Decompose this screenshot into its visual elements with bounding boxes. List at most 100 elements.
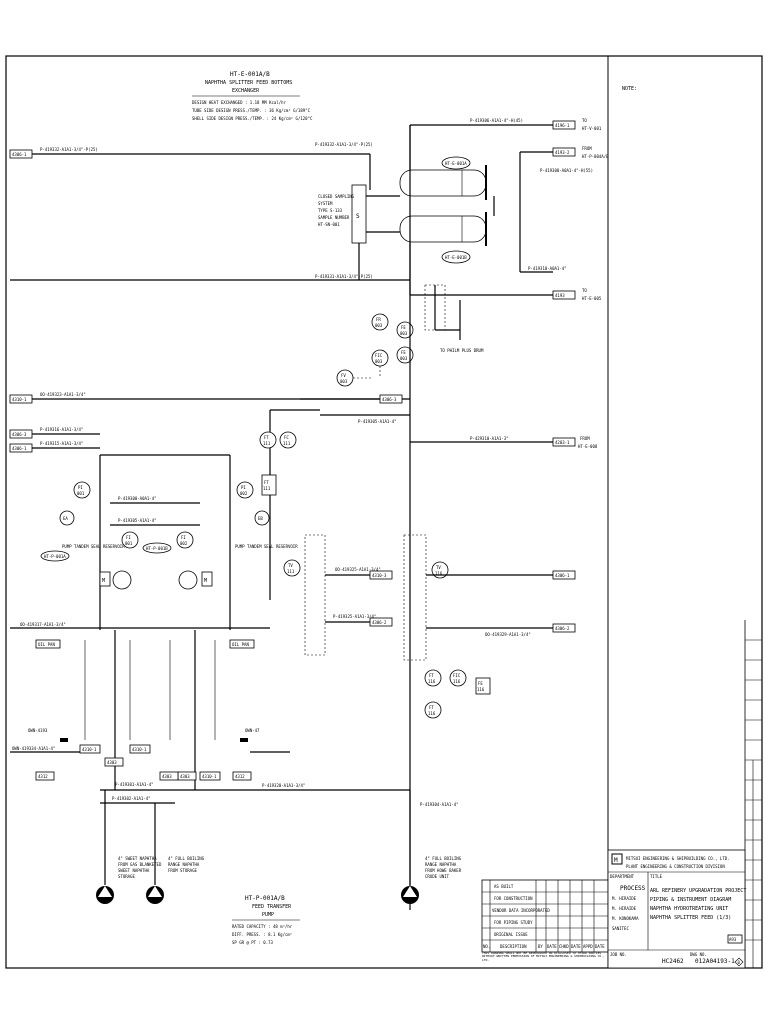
line-label-l17: OO-419329-A1A1-3/4" <box>485 632 531 637</box>
line-label-l2: P-419332-A1A1-3/4"-P(25) <box>315 142 373 147</box>
line-label-l24: OWN-4193 <box>28 728 48 733</box>
rev-header-no: NO. <box>483 944 490 949</box>
sheet-ref: A93 <box>729 937 737 942</box>
exchanger-duty: DESIGN HEAT EXCHANGED : 1.18 MM Kcal/hr <box>192 100 287 105</box>
instrument-tv-2-num: 116 <box>435 571 443 576</box>
svg-text:S: S <box>356 213 360 220</box>
instrument-ft-2: FT <box>264 480 269 485</box>
instrument-tv-2: TV <box>436 565 441 570</box>
offpage-4312-a: 4312 <box>38 774 48 779</box>
hr-tag: HT-P-004A/B <box>582 154 609 159</box>
exchanger-shell: SHELL SIDE DESIGN PRESS./TEMP. : 24 Kg/c… <box>192 116 313 121</box>
job-label: JOB NO. <box>610 952 627 957</box>
he005-tag: HT-E-005 <box>582 296 602 301</box>
exchanger-shells: HT-E-001A HT-E-001B P-419306-A1A1-4"-H(4… <box>399 118 593 296</box>
rev-header-date-3: DATE <box>595 944 605 949</box>
sampling-line-5: HT-SN-001 <box>318 222 340 227</box>
signer-1: M. HIRAIDE <box>612 896 637 901</box>
line-label-l23: OWN-419334-A1A1-4" <box>12 746 55 751</box>
sweet-naphtha-2: FROM GAS BLANKETED <box>118 862 162 867</box>
offpage-4306-1-left2: 4306-1 <box>12 446 27 451</box>
line-label-l22: P-419304-A1A1-4" <box>420 802 459 807</box>
instrument-ft-4-num: 116 <box>428 711 436 716</box>
dwg-number: 012A04193-1 <box>695 958 735 965</box>
suction-lines: P-419320-A1A1-3/4" P-419301-A1A1-4" P-41… <box>96 782 462 904</box>
right-margin-table <box>745 639 762 968</box>
instrument-fic: FIC <box>375 353 383 358</box>
relief-valve-area: TO PHILM PLUS DRUM <box>424 284 484 353</box>
rev-row-3: VENDOR DATA INCORPORATED <box>492 908 550 913</box>
sampling-system: S CLOSED SAMPLING SYSTEM TYPE S-133 SAMP… <box>10 184 410 281</box>
pump-diff: DIFF. PRESS. : 8.1 Kg/cm² <box>232 932 292 937</box>
sampling-line-3: TYPE S-133 <box>318 208 343 213</box>
offpage-4310-1-left: 4310-1 <box>12 397 27 402</box>
rev-row-4: FOR PIPING STUDY <box>494 920 533 925</box>
offpage-4306-3-right: 4306-1 <box>555 573 570 578</box>
line-label-l4: P-419308-A0A1-4"-H(55) <box>540 168 593 173</box>
line-label-l3: P-419306-A1A1-4"-H(45) <box>470 118 523 123</box>
offpage-4306-2-right: 4306-2 <box>555 626 570 631</box>
sheet-border <box>5 55 763 969</box>
company-division: PLANT ENGINEERING & CONSTRUCTION DIVISIO… <box>626 864 725 869</box>
notes-label: NOTE: <box>622 86 637 92</box>
title-label: TITLE <box>650 874 663 879</box>
instrument-fi-1: FI <box>126 535 131 540</box>
sampling-line-4: SAMPLE NUMBER <box>318 215 350 220</box>
offpage-4306-2-mid: 4306-2 <box>372 620 387 625</box>
sampling-line-2: SYSTEM <box>318 201 333 206</box>
line-label-l6: P-419310-A0A1-4" <box>528 266 567 271</box>
instrument-fv-num: 003 <box>340 379 348 384</box>
full-boiling-4: 4" FULL BOILING <box>425 856 462 861</box>
instrument-eb: EB <box>258 516 263 521</box>
rev-header-by: BY <box>538 944 543 949</box>
line-label-l18: OO-419317-A1A1-3/4" <box>20 622 66 627</box>
offpage-4303-b: 4303 <box>180 774 190 779</box>
instrument-fe-2: FE <box>401 350 406 355</box>
dept-label: DEPARTMENT <box>610 874 635 879</box>
sweet-naphtha-3: SWEET NAPHTHA <box>118 868 150 873</box>
instrument-pi-1: PI <box>78 485 83 490</box>
exchanger-name-2: EXCHANGER <box>232 88 260 94</box>
line-label-l11: P-419320-A1A1-3/4" <box>262 783 305 788</box>
instrument-ft-1-num: 111 <box>263 441 271 446</box>
instrument-fi-2: FI <box>181 535 186 540</box>
signer-3: M. KONOKAMA <box>612 916 639 921</box>
hv001-tag: HT-V-001 <box>582 126 602 131</box>
instrument-ft-3: FT <box>429 673 434 678</box>
line-label-l10: P-419305-A1A1-4" <box>118 518 157 523</box>
instrument-fe-1: FE <box>401 325 406 330</box>
instrument-pi-2: PI <box>241 485 246 490</box>
rev-header-appd: APPD <box>583 944 593 949</box>
offpage-4310-1-c: 4310-1 <box>202 774 217 779</box>
instrument-fi-2-num: 002 <box>180 541 188 546</box>
offpage-4193: 4193 <box>555 293 565 298</box>
control-valve-station-111: FT 111 FC 111 FT 111 TV 111 OO-419325-A1… <box>259 431 393 656</box>
offpage-4306-1: 4306-1 <box>12 152 27 157</box>
pump-a-tag: HT-P-001A <box>44 554 66 559</box>
pump-section: P-419300-A0A1-4" P-419305-A1A1-4" FI 001… <box>10 454 298 790</box>
tandem-b: PUMP TANDEM SEAL RESERVOIR <box>235 544 298 549</box>
offpage-4306-3-top: 4306-3 <box>382 397 397 402</box>
line-label-l14: P-419305-A1A1-4" <box>358 419 397 424</box>
tandem-a: PUMP TANDEM SEAL RESERVOIR <box>62 544 125 549</box>
control-valve-station-116: TV 116 4306-1 OO-419329-A1A1-3/4" 4306-2… <box>403 534 576 719</box>
instrument-fc-1: FC <box>284 435 289 440</box>
rev-header-date-1: DATE <box>547 944 557 949</box>
pump-capacity: RATED CAPACITY : 48 m³/hr <box>232 924 293 929</box>
flare-destination: TO PHILM PLUS DRUM <box>440 348 484 353</box>
full-boiling-1: 4" FULL BOILING <box>168 856 205 861</box>
instrument-fic-num: 003 <box>375 359 383 364</box>
offpage-4310-1-a: 4310-1 <box>82 747 97 752</box>
pump-b-tag: HT-P-001B <box>146 546 168 551</box>
line-label-l5: P-419331-A1A1-3/4"-P(25) <box>315 274 373 279</box>
flow-control-loop-003: FR 003 FE 003 FIC 003 FE 003 FV 003 <box>336 313 414 387</box>
exchanger-tube: TUBE SIDE DESIGN PRESS./TEMP. : 36 Kg/cm… <box>192 108 311 113</box>
rev-header-desc: DESCRIPTION <box>500 944 527 949</box>
instrument-fr: FR <box>376 317 381 322</box>
rev-row-5: ORIGINAL ISSUE <box>494 932 528 937</box>
line-label-l19: P-419302-A1A1-4" <box>112 796 151 801</box>
line-label-l1: P-419332-A1A1-3/4"-P(25) <box>40 147 98 152</box>
offpage-4310-1-mid: 4310-3 <box>372 573 387 578</box>
exchanger-shell-b-tag: HT-E-001B <box>445 255 467 260</box>
offpage-4196-1: 4196-1 <box>555 123 570 128</box>
